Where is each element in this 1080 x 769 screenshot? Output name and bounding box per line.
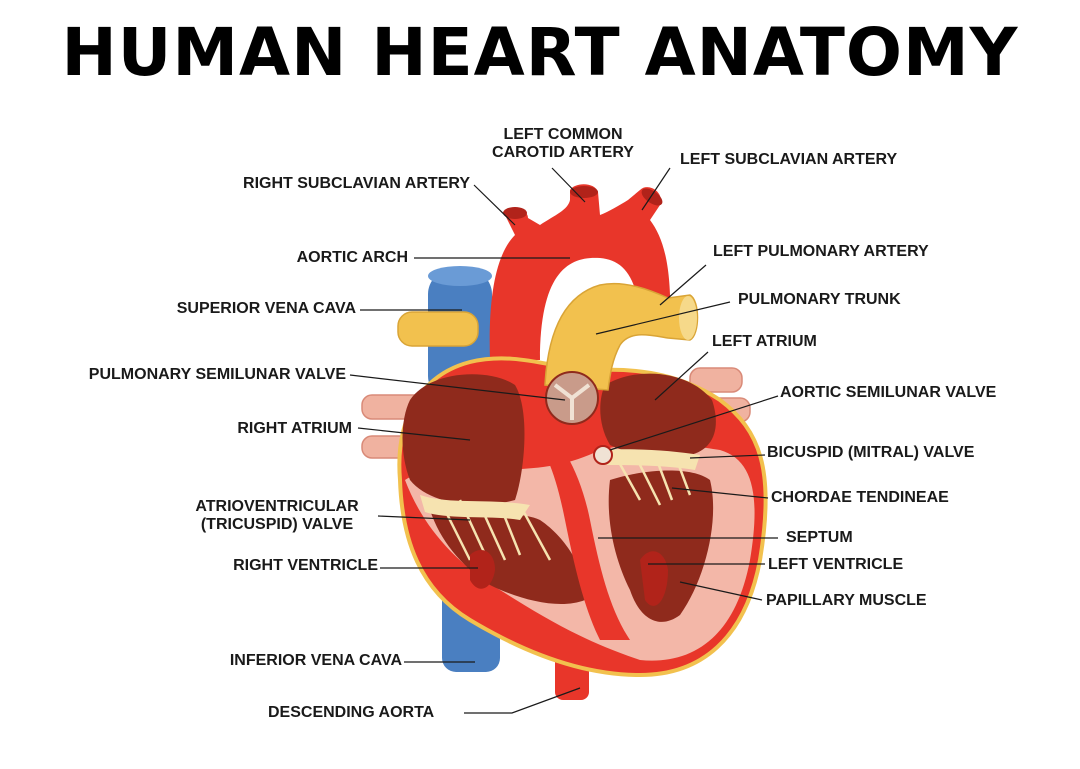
label-atrioventricular-tricuspid-valve: ATRIOVENTRICULAR (TRICUSPID) VALVE [195,498,359,533]
right-ventricle-shape [430,510,586,605]
label-septum: SEPTUM [786,529,853,546]
aortic-arch-shape [489,184,671,360]
label-pulmonary-trunk: PULMONARY TRUNK [738,291,901,308]
label-right-ventricle: RIGHT VENTRICLE [233,557,378,574]
septum-shape [530,420,630,640]
label-superior-vena-cava: SUPERIOR VENA CAVA [176,300,356,317]
mitral-valve-shape [600,449,700,470]
label-left-pulmonary-artery: LEFT PULMONARY ARTERY [713,243,929,260]
right-pulmonary-artery-shape [397,311,479,347]
label-descending-aorta: DESCENDING AORTA [268,704,435,721]
aortic-semilunar-valve-shape [593,445,613,465]
left-atrium-shape [600,373,716,457]
leader-lines [349,167,779,714]
label-left-atrium: LEFT ATRIUM [712,333,817,350]
tricuspid-valve-shape [420,495,530,520]
label-bicuspid-mitral-valve: BICUSPID (MITRAL) VALVE [767,444,975,461]
pulmonary-trunk-shape [544,282,699,391]
label-left-subclavian-artery: LEFT SUBCLAVIAN ARTERY [680,151,898,168]
label-right-subclavian-artery: RIGHT SUBCLAVIAN ARTERY [243,175,470,192]
label-chordae-tendineae: CHORDAE TENDINEAE [771,489,949,506]
label-pulmonary-semilunar-valve: PULMONARY SEMILUNAR VALVE [88,366,346,383]
label-papillary-muscle: PAPILLARY MUSCLE [766,592,927,609]
label-aortic-semilunar-valve: AORTIC SEMILUNAR VALVE [780,384,997,401]
label-aortic-arch: AORTIC ARCH [296,249,408,266]
page-title: HUMAN HEART ANATOMY [61,14,1019,91]
label-left-ventricle: LEFT VENTRICLE [768,556,904,573]
papillary-muscle-shape [470,550,668,606]
pulmonary-semilunar-valve-shape [545,371,599,425]
label-left-common-carotid-artery: LEFT COMMON CAROTID ARTERY [492,126,634,161]
label-inferior-vena-cava: INFERIOR VENA CAVA [229,652,402,669]
label-right-atrium: RIGHT ATRIUM [237,420,352,437]
